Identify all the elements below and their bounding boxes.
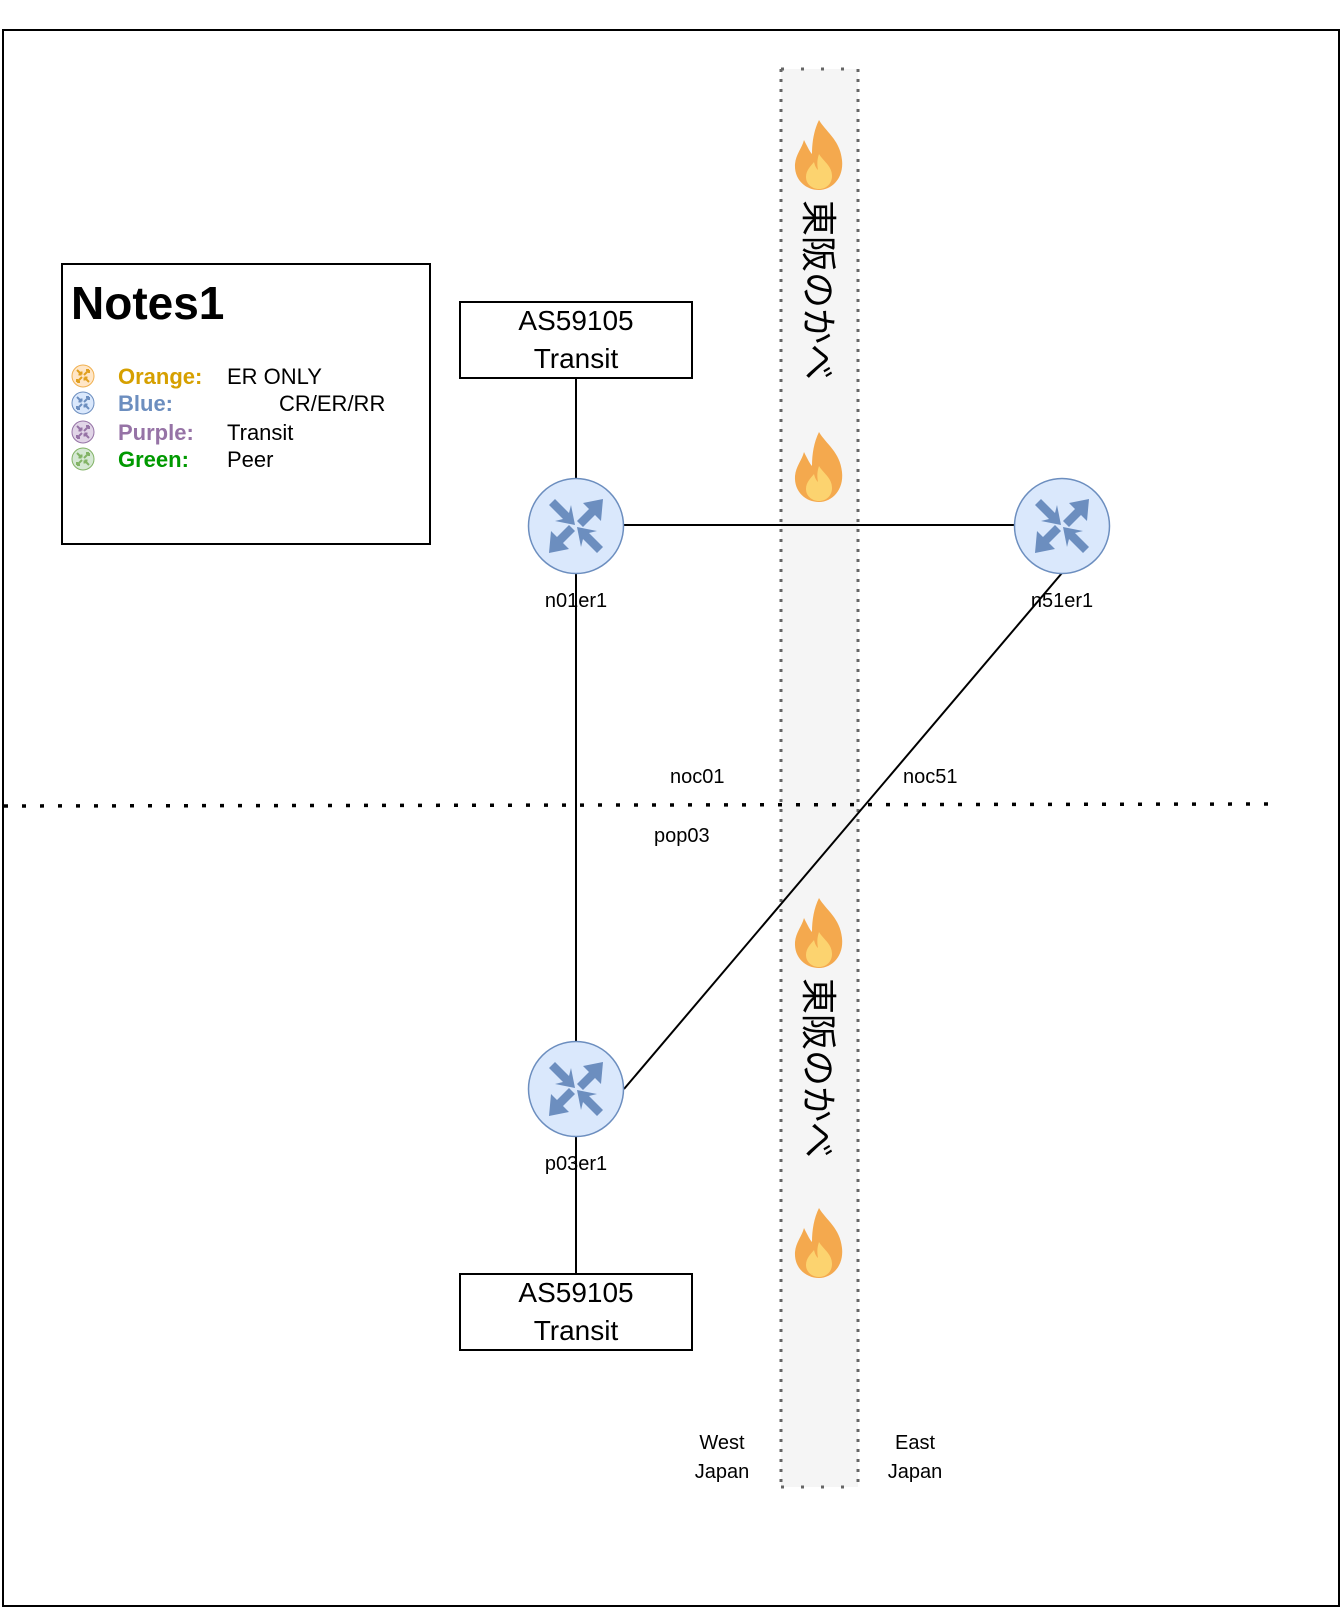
router-label-n01er1: n01er1 <box>544 590 608 612</box>
router-icon <box>1035 499 1089 553</box>
legend-item-orange: Orange: ER ONLY <box>71 364 421 390</box>
fire-icon <box>794 1208 843 1278</box>
link-n51er1-p03er1 <box>623 572 1063 1090</box>
legend-description: ER ONLY <box>227 364 322 389</box>
region-label-west: West Japan <box>677 1429 767 1487</box>
diagram-frame <box>2 29 1340 1607</box>
zone-divider-line <box>3 802 1271 808</box>
transit-box-bottom[interactable]: AS59105 Transit <box>459 1273 693 1351</box>
router-n51er1[interactable] <box>1013 477 1111 575</box>
wall-label: 東阪のかべ <box>798 978 839 1159</box>
region-label-west-line2: Japan <box>694 1461 750 1483</box>
legend-item-purple: Purple: Transit <box>71 420 421 446</box>
router-label-p03er1: p03er1 <box>544 1153 608 1175</box>
region-label-east-line2: Japan <box>887 1461 943 1483</box>
zone-label-noc01: noc01 <box>670 766 725 788</box>
region-label-east: East Japan <box>870 1429 960 1487</box>
zone-label-noc51: noc51 <box>903 766 958 788</box>
notes-legend-box: Notes1 Orange: ER ONLY Blue: CR/ER/RR <box>61 263 431 545</box>
transit-type: Transit <box>533 1315 619 1346</box>
transit-box-top[interactable]: AS59105 Transit <box>459 301 693 379</box>
region-label-east-line1: East <box>894 1432 936 1454</box>
router-icon <box>71 391 95 415</box>
legend-description: Transit <box>227 420 294 445</box>
legend-description: Peer <box>227 447 274 472</box>
router-icon <box>549 499 603 553</box>
wall-label: 東阪のかべ <box>798 200 839 381</box>
transit-type: Transit <box>533 343 619 374</box>
legend-color-name: Purple: <box>118 420 194 445</box>
legend-color-name: Orange: <box>118 364 203 389</box>
router-icon <box>71 420 95 444</box>
zone-label-pop03: pop03 <box>654 825 710 847</box>
fire-icon <box>794 120 843 190</box>
fire-icon <box>794 898 843 968</box>
transit-asn: AS59105 <box>518 1277 634 1308</box>
legend-item-green: Green: Peer <box>71 447 421 473</box>
router-icon <box>71 447 95 471</box>
legend-color-name: Blue: <box>118 391 173 416</box>
router-n01er1[interactable] <box>527 477 625 575</box>
router-p03er1[interactable] <box>527 1040 625 1138</box>
region-label-west-line1: West <box>699 1432 745 1454</box>
legend-item-blue: Blue: CR/ER/RR <box>71 391 421 417</box>
router-icon <box>71 364 95 388</box>
fire-icon <box>794 432 843 502</box>
notes-title: Notes1 <box>71 277 225 329</box>
router-label-n51er1: n51er1 <box>1030 590 1094 612</box>
legend-color-name: Green: <box>118 447 189 472</box>
transit-asn: AS59105 <box>518 305 634 336</box>
legend-description: CR/ER/RR <box>279 391 386 416</box>
router-icon <box>549 1062 603 1116</box>
